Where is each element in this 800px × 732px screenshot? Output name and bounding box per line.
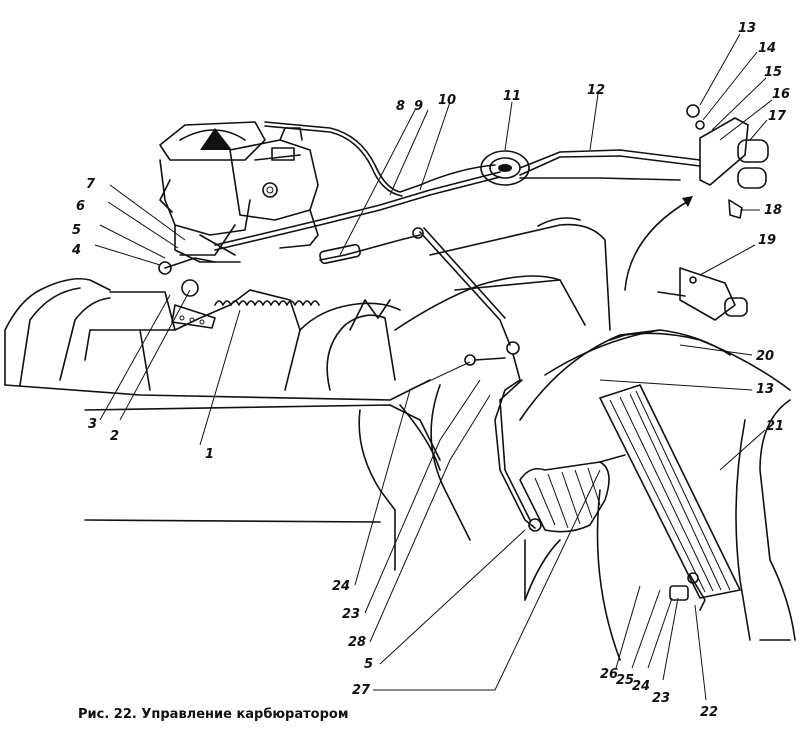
callout-24: 24 [332,579,350,594]
callout-16: 16 [772,87,790,102]
carburetor [159,121,319,263]
callout-23: 23 [342,607,360,622]
callout-26: 26 [600,667,618,682]
callout-12: 12 [587,83,605,98]
callout-2: 2 [110,429,119,444]
callout-8: 8 [396,99,405,114]
throttle-cable [214,149,701,251]
callout-20: 20 [756,349,774,364]
callout-4: 4 [71,243,81,258]
callout-15: 15 [764,65,782,80]
callout-23b: 23 [652,691,670,706]
callout-11: 11 [503,89,521,104]
figure-caption: Рис. 22. Управление карбюратором [78,707,349,722]
callout-18: 18 [764,203,782,218]
dashboard-knobs [624,104,769,291]
callout-21: 21 [766,419,784,434]
callout-13b: 13 [756,382,774,397]
leader-lines [94,33,773,701]
callout-28: 28 [348,635,366,650]
callout-14: 14 [758,41,776,56]
callout-19: 19 [758,233,776,248]
callout-24b: 24 [632,679,650,694]
cable-grommet [480,150,530,186]
throttle-linkage [158,227,542,532]
callout-27: 27 [352,683,371,698]
pedal-boot [519,454,626,533]
bracket-detail [657,267,748,321]
callout-17: 17 [768,109,787,124]
callout-1: 1 [205,447,214,462]
callout-numbers: 1 2 3 4 5 6 7 8 9 10 11 12 13 14 15 16 1… [71,21,790,720]
callout-5b: 5 [364,657,373,672]
callout-3: 3 [88,417,97,432]
callout-10: 10 [438,93,456,108]
callout-9: 9 [414,99,423,114]
callout-22: 22 [700,705,718,720]
choke-cable [264,121,496,197]
accelerator-pedal [599,384,741,611]
callout-7: 7 [86,177,96,192]
callout-6: 6 [76,199,85,214]
engine-body-contours [4,217,796,661]
callout-5: 5 [72,223,81,238]
callout-13: 13 [738,21,756,36]
callout-25: 25 [616,673,634,688]
